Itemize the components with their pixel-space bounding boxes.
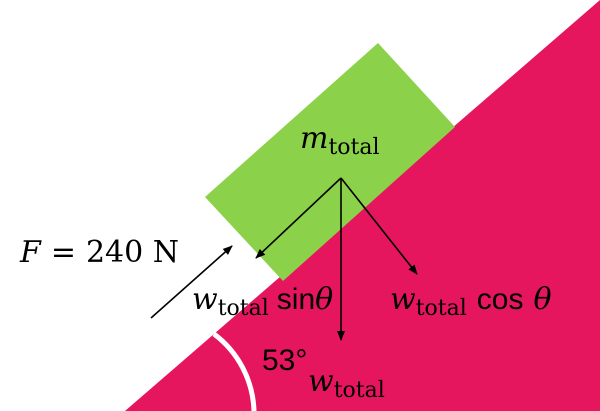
parallel-w-symbol: w	[192, 282, 218, 317]
applied-force-label: F = 240 N	[19, 235, 179, 270]
perp-subscript: total	[416, 296, 467, 321]
force-equals: =	[51, 235, 76, 270]
perpendicular-component-arrow	[340, 177, 418, 275]
perp-w-symbol: w	[390, 282, 416, 317]
parallel-func: sin	[277, 283, 315, 316]
perp-angle: θ	[533, 282, 551, 317]
parallel-component-label: wtotal sinθ	[192, 282, 333, 321]
block-mass-label: mtotal	[300, 121, 380, 160]
parallel-component-arrow	[255, 177, 342, 259]
parallel-angle: θ	[315, 282, 333, 317]
force-value: 240 N	[86, 235, 179, 270]
perp-func: cos	[477, 283, 524, 316]
force-symbol: F	[19, 235, 42, 270]
incline-angle-label: 53°	[262, 344, 307, 377]
block	[205, 43, 455, 281]
angle-arc	[212, 331, 257, 411]
weight-label: wtotal	[308, 364, 385, 403]
mass-subscript: total	[328, 135, 379, 160]
mass-symbol: m	[300, 121, 328, 156]
weight-w-symbol: w	[308, 364, 334, 399]
applied-force-arrow	[150, 245, 233, 319]
parallel-subscript: total	[218, 296, 269, 321]
weight-subscript: total	[334, 378, 385, 403]
